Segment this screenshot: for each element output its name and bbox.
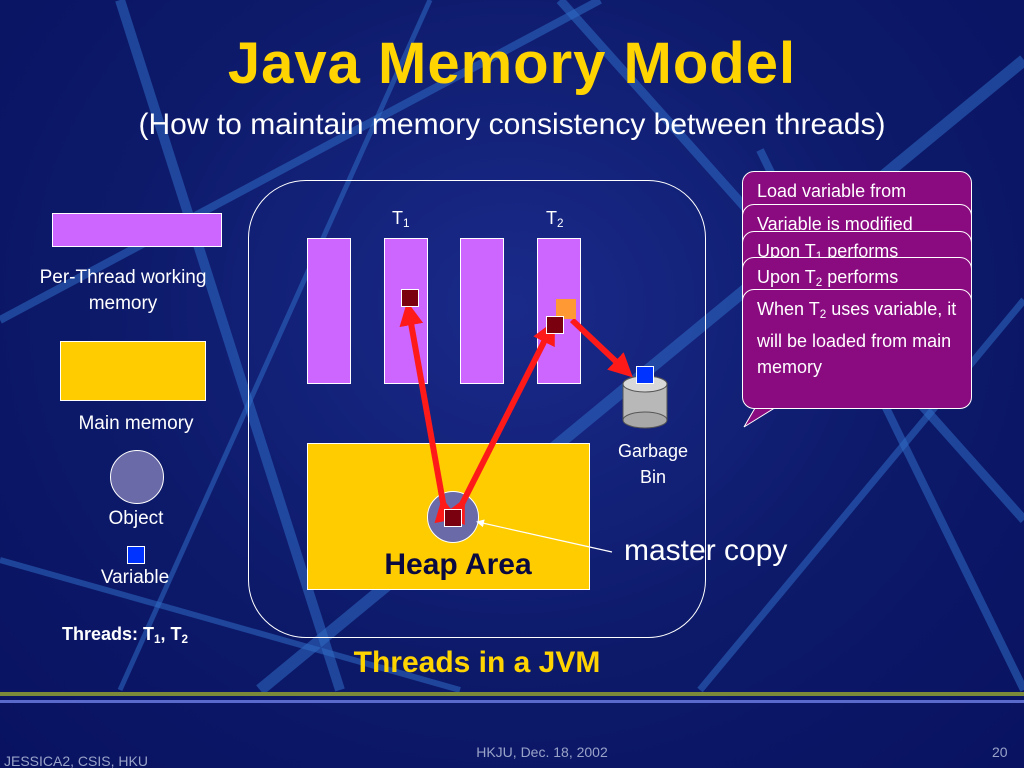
t1-variable-copy [401,289,419,307]
master-copy-label: master copy [624,534,788,567]
garbage-bin-label: Garbage Bin [617,441,689,487]
legend-working-memory-label: Per-Thread working memory [39,267,207,314]
t2-variable-copy [546,316,564,334]
heap-area-label: Heap Area [384,548,532,581]
slide-subtitle: (How to maintain memory consistency betw… [138,108,886,141]
legend-main-memory-swatch [60,341,206,401]
arrow-main-to-t2 [443,320,555,526]
master-copy-pointer [476,519,613,553]
thread-t1-label: T1 [392,208,410,230]
jvm-caption: Threads in a JVM [353,646,601,679]
footer-center: HKJU, Dec. 18, 2002 [476,744,608,760]
legend-working-memory-swatch [52,213,222,247]
legend-object-icon [110,450,164,504]
footer-left: JESSICA2, CSIS, HKU [4,753,148,768]
slide-title: Java Memory Model [227,31,797,96]
legend-main-memory-label: Main memory [78,413,194,434]
master-copy-variable [444,509,462,527]
thread-working-memory-0 [307,238,351,384]
arrow-t2-to-garbage [569,317,633,378]
legend-threads-label: Threads: T1, T2 [62,624,189,646]
thread-t2-label: T2 [546,208,564,230]
legend-variable-icon [127,546,145,564]
callout-t2-uses-variable: When T2 uses variable, it will be loaded… [742,289,972,409]
page-number: 20 [992,744,1008,760]
garbage-bin-icon [622,375,668,429]
t2-variable-orange [556,299,576,319]
garbage-bin-variable [636,366,654,384]
legend-variable-label: Variable [100,567,170,588]
legend-object-label: Object [108,508,164,529]
arrow-main-to-t1 [399,301,459,524]
jvm-container [248,180,706,638]
